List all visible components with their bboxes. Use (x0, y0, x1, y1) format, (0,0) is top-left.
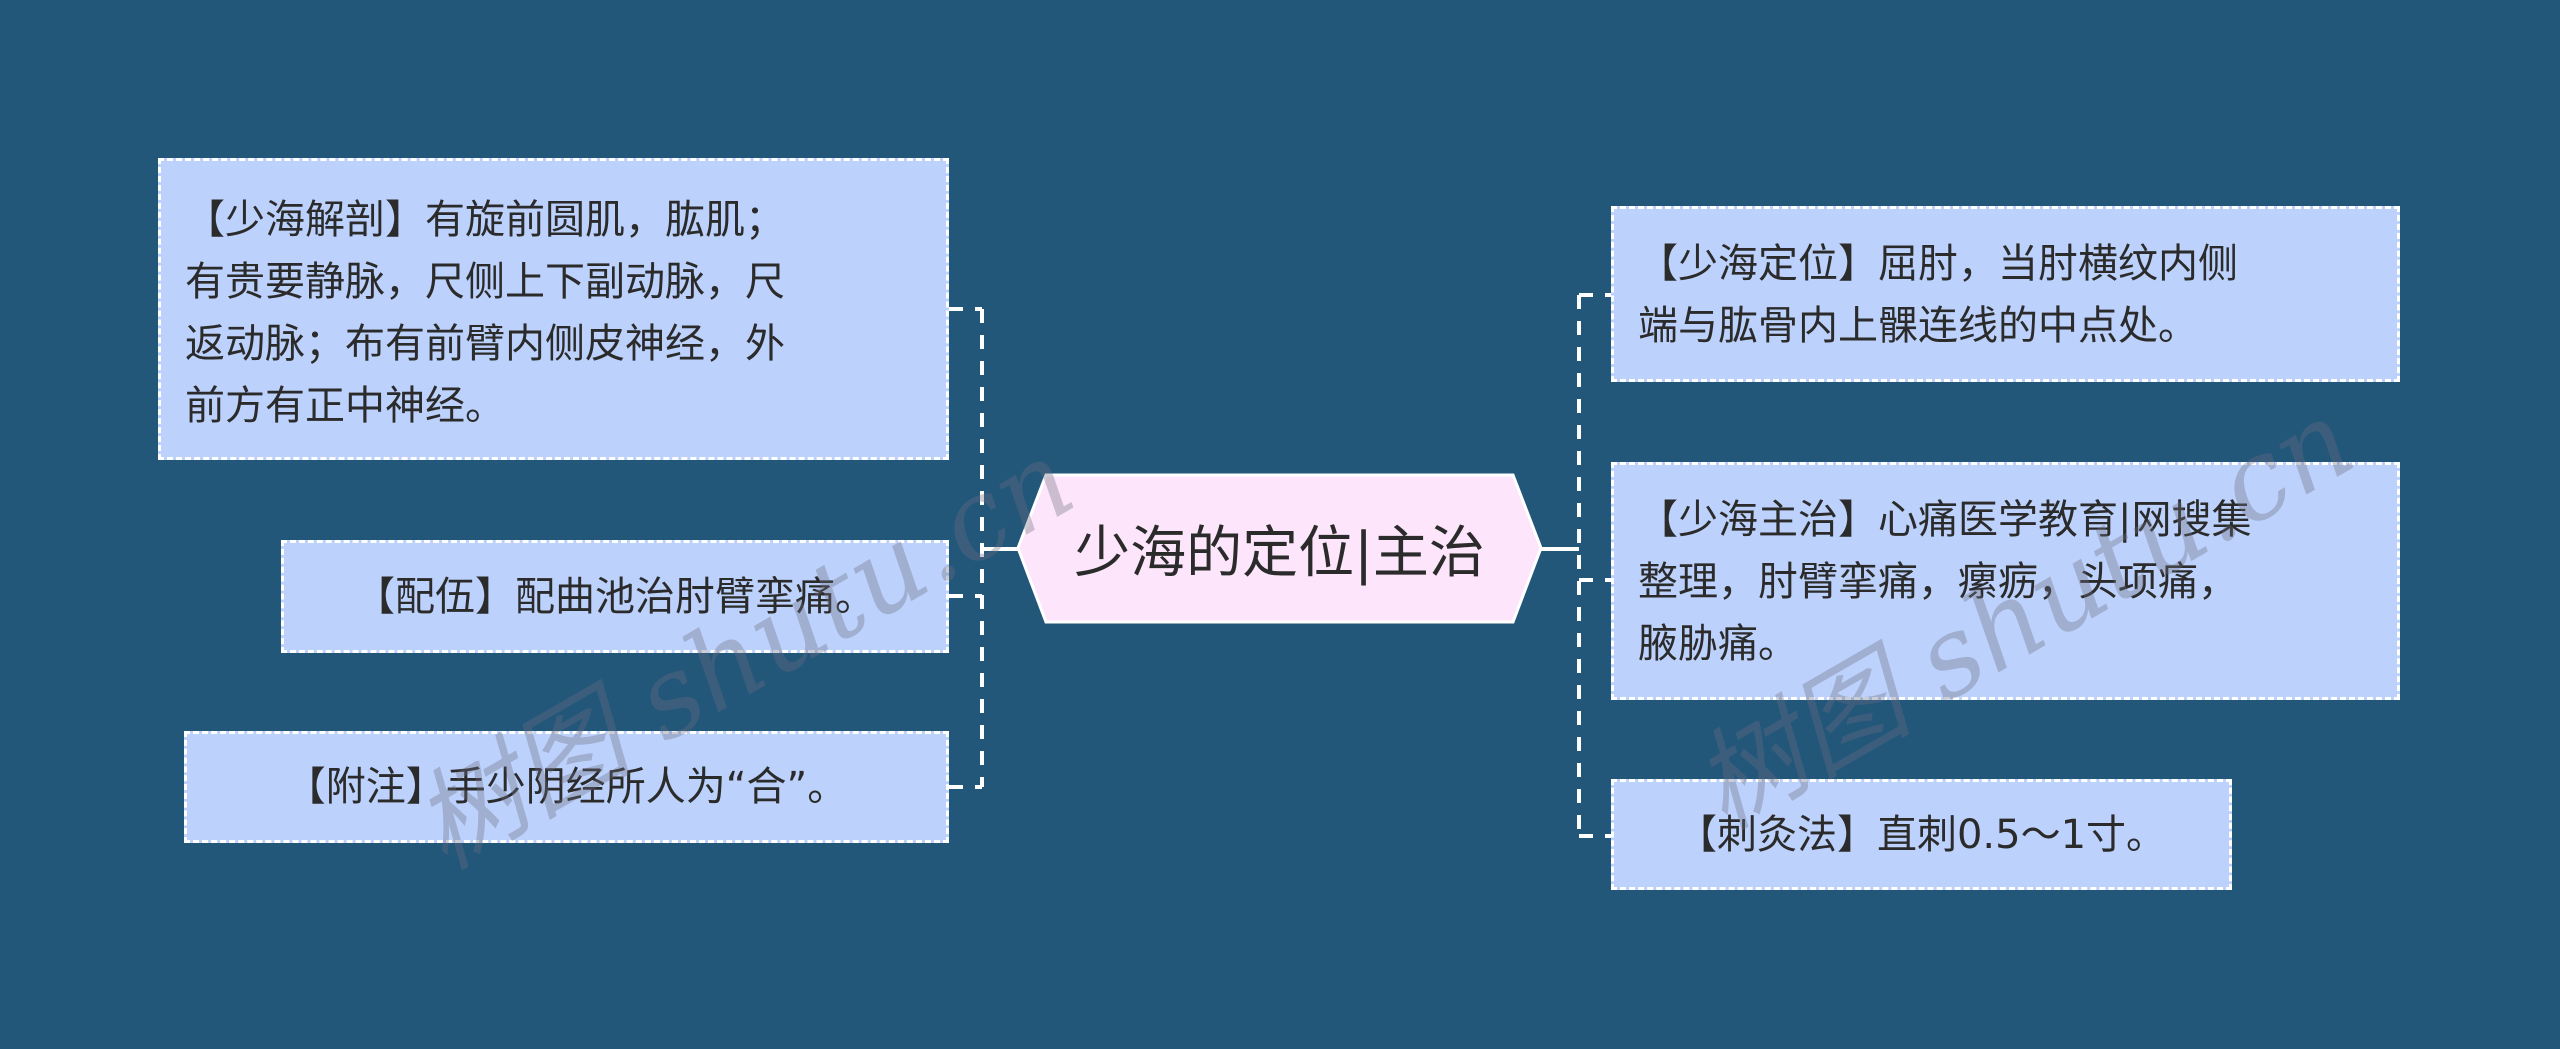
branch-location-line-2: 端与肱骨内上髁连线的中点处。 (1638, 303, 2198, 349)
central-topic-title: 少海的定位|主治 (1074, 521, 1485, 586)
branch-indications-line-2: 整理，肘臂挛痛，瘰疬，头项痛， (1638, 559, 2238, 605)
central-topic[interactable]: 少海的定位|主治 (1016, 473, 1543, 624)
hexagon-shape (1016, 473, 1543, 624)
branch-acupuncture[interactable]: 【刺灸法】直刺0.5～1寸。 (1611, 779, 2232, 890)
branch-indications-line-1: 【少海主治】心痛医学教育|网搜集 (1638, 497, 2252, 543)
branch-anatomy-line-1: 【少海解剖】有旋前圆肌，肱肌； (185, 197, 785, 243)
branch-indications[interactable]: 【少海主治】心痛医学教育|网搜集 整理，肘臂挛痛，瘰疬，头项痛， 腋胁痛。 (1611, 462, 2400, 700)
branch-location[interactable]: 【少海定位】屈肘，当肘横纹内侧 端与肱骨内上髁连线的中点处。 (1611, 206, 2400, 382)
branch-anatomy-line-2: 有贵要静脉，尺侧上下副动脉，尺 (185, 259, 785, 305)
branch-anatomy-line-3: 返动脉；布有前臂内侧皮神经，外 (185, 321, 785, 367)
branch-acupuncture-text: 【刺灸法】直刺0.5～1寸。 (1676, 811, 2167, 858)
branch-anatomy-line-4: 前方有正中神经。 (185, 383, 505, 429)
branch-indications-line-3: 腋胁痛。 (1638, 621, 1798, 667)
branch-note-text: 【附注】手少阴经所人为“合”。 (285, 764, 848, 810)
branch-anatomy[interactable]: 【少海解剖】有旋前圆肌，肱肌； 有贵要静脉，尺侧上下副动脉，尺 返动脉；布有前臂… (158, 158, 949, 460)
branch-note[interactable]: 【附注】手少阴经所人为“合”。 (184, 731, 949, 843)
branch-combination[interactable]: 【配伍】配曲池治肘臂挛痛。 (281, 540, 949, 653)
branch-combination-text: 【配伍】配曲池治肘臂挛痛。 (355, 573, 875, 620)
branch-location-line-1: 【少海定位】屈肘，当肘横纹内侧 (1638, 241, 2238, 287)
